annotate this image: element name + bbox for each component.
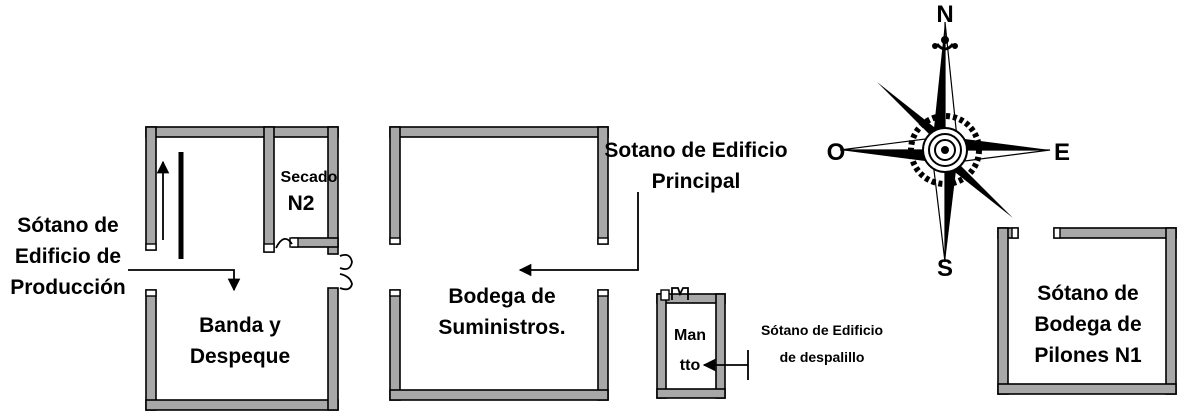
- room-label-line: Sótano de: [1037, 282, 1139, 305]
- room-label-line: Man: [674, 327, 706, 344]
- room-label-line: Sótano de Edificio: [761, 322, 883, 338]
- room-label-line: Producción: [10, 276, 126, 299]
- room-label-line: Suministros.: [438, 316, 565, 339]
- room-label-line: Edificio de: [15, 245, 121, 268]
- compass-east-label: E: [1054, 139, 1070, 166]
- room-label-line: tto: [680, 357, 701, 374]
- production-building-walls: [145, 126, 353, 411]
- label-pilones: Sótano de Bodega de Pilones N1: [1034, 282, 1142, 367]
- room-label-line: Bodega de: [1034, 313, 1141, 336]
- secado-door-swing: [275, 238, 293, 249]
- mantto-room-walls: [656, 287, 726, 399]
- room-label-line: N2: [288, 192, 315, 215]
- room-label-line: Bodega de: [448, 285, 555, 308]
- compass-north-label: N: [936, 1, 953, 28]
- label-despalillo: Sótano de Edificio de despalillo: [761, 322, 883, 365]
- pilones-storage-walls: [997, 227, 1177, 395]
- principal-pointer-arrow: [518, 192, 639, 277]
- mantto-door: [671, 287, 689, 300]
- label-bodega: Bodega de Suministros.: [438, 285, 565, 339]
- room-label-line: de despalillo: [780, 349, 865, 365]
- room-label-line: Banda y: [199, 314, 281, 337]
- room-label-line: Pilones N1: [1034, 344, 1142, 367]
- room-label-line: Sótano de: [17, 214, 119, 237]
- flow-arrow-entry: [128, 269, 241, 292]
- east-door-swing-upper: [339, 253, 353, 271]
- label-mantto: Man tto: [674, 327, 706, 374]
- compass-west-label: O: [827, 139, 846, 166]
- label-produccion: Sótano de Edificio de Producción: [10, 214, 126, 299]
- label-banda: Banda y Despeque: [190, 314, 290, 368]
- compass-north-ornament: [932, 36, 958, 51]
- compass-rose: [839, 21, 1051, 263]
- room-label-line: Secado: [281, 169, 338, 186]
- room-label-line: Sotano de Edificio: [604, 139, 787, 162]
- east-door-swing-lower: [339, 273, 353, 291]
- supplies-storage-walls: [389, 126, 609, 401]
- label-principal: Sotano de Edificio Principal: [604, 139, 787, 193]
- label-secado: Secado N2: [281, 169, 338, 215]
- room-label-line: Principal: [652, 170, 741, 193]
- compass-outer-ring: [908, 113, 982, 187]
- compass-cardinal-points: [839, 21, 1051, 263]
- room-label-line: Despeque: [190, 345, 290, 368]
- compass-south-label: S: [937, 255, 953, 282]
